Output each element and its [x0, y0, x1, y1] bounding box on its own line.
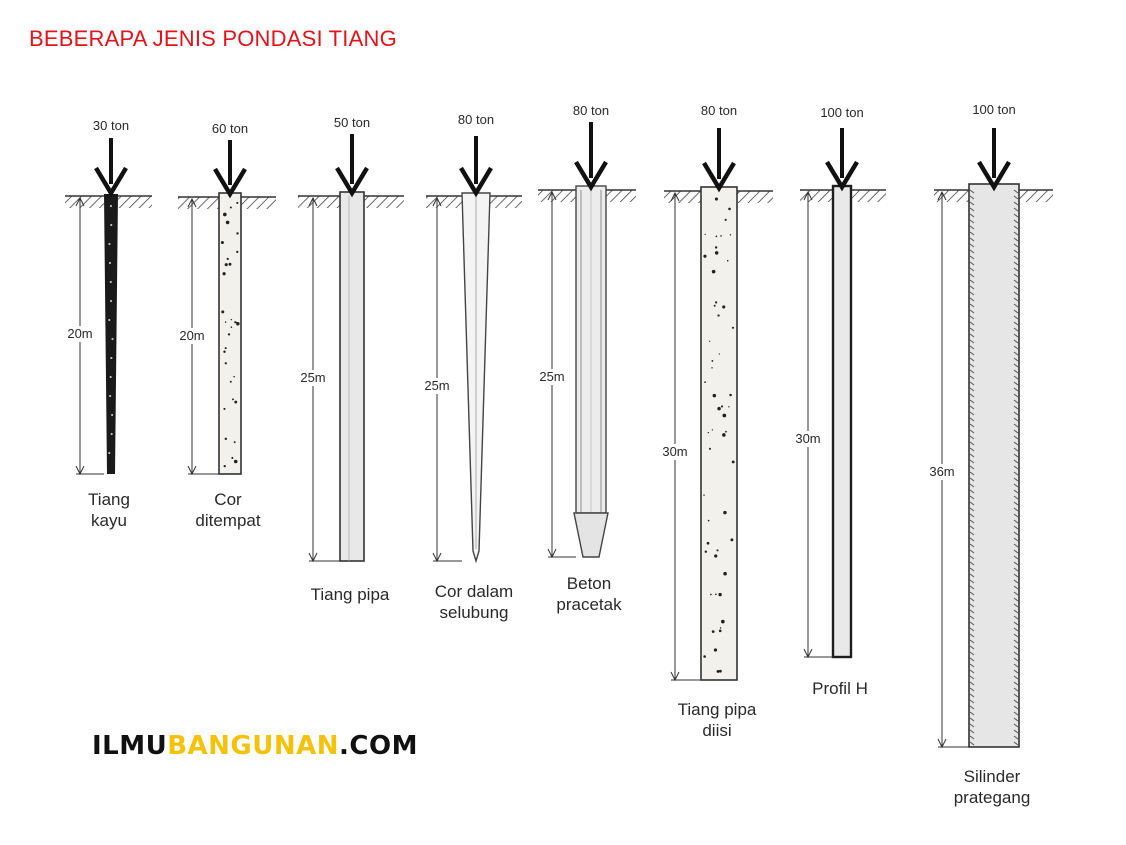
pile-body	[700, 186, 738, 681]
depth-label: 20m	[67, 326, 92, 341]
depth-dimension-line	[65, 196, 104, 476]
load-arrow-icon	[574, 122, 608, 192]
depth-label: 20m	[179, 328, 204, 343]
brand-part-2: BANGUNAN	[167, 731, 340, 761]
load-arrow-icon	[94, 138, 128, 198]
load-arrow-icon	[335, 134, 369, 198]
load-arrow-icon	[702, 128, 736, 193]
depth-dimension-line	[927, 190, 969, 749]
pile-name-label: Tiang pipa	[311, 585, 390, 604]
pile-body	[218, 192, 242, 475]
pile-body	[573, 185, 609, 558]
load-label: 80 ton	[458, 112, 494, 127]
load-arrow-icon	[825, 128, 859, 192]
load-label: 30 ton	[93, 118, 129, 133]
load-label: 100 ton	[820, 105, 863, 120]
load-arrow-icon	[977, 128, 1011, 192]
pile-body	[831, 184, 853, 659]
pile-body	[339, 191, 365, 562]
load-label: 80 ton	[573, 103, 609, 118]
depth-dimension-line	[422, 196, 462, 563]
load-label: 50 ton	[334, 115, 370, 130]
depth-label: 30m	[662, 444, 687, 459]
load-label: 100 ton	[972, 102, 1015, 117]
depth-label: 30m	[795, 431, 820, 446]
depth-dimension-line	[537, 190, 576, 559]
depth-label: 25m	[300, 370, 325, 385]
ground-line	[538, 189, 636, 202]
load-arrow-icon	[213, 140, 247, 199]
load-label: 80 ton	[701, 103, 737, 118]
load-label: 60 ton	[212, 121, 248, 136]
pile-body	[104, 194, 118, 474]
depth-dimension-line	[660, 191, 701, 682]
load-arrow-icon	[459, 136, 493, 198]
page-title: BEBERAPA JENIS PONDASI TIANG	[29, 26, 397, 51]
depth-dimension-line	[793, 190, 833, 659]
depth-dimension-line	[177, 197, 219, 476]
pile-body	[461, 192, 491, 564]
depth-dimension-line	[298, 196, 340, 563]
brand-part-1: ILMU	[92, 731, 168, 761]
pile-name-label: Profil H	[812, 679, 868, 698]
ground-line	[65, 195, 152, 208]
pile-body	[968, 183, 1020, 748]
brand-part-3: .COM	[339, 731, 418, 761]
depth-label: 25m	[539, 369, 564, 384]
depth-label: 25m	[424, 378, 449, 393]
brand-watermark: ILMUBANGUNAN.COM	[92, 733, 418, 759]
depth-label: 36m	[929, 464, 954, 479]
